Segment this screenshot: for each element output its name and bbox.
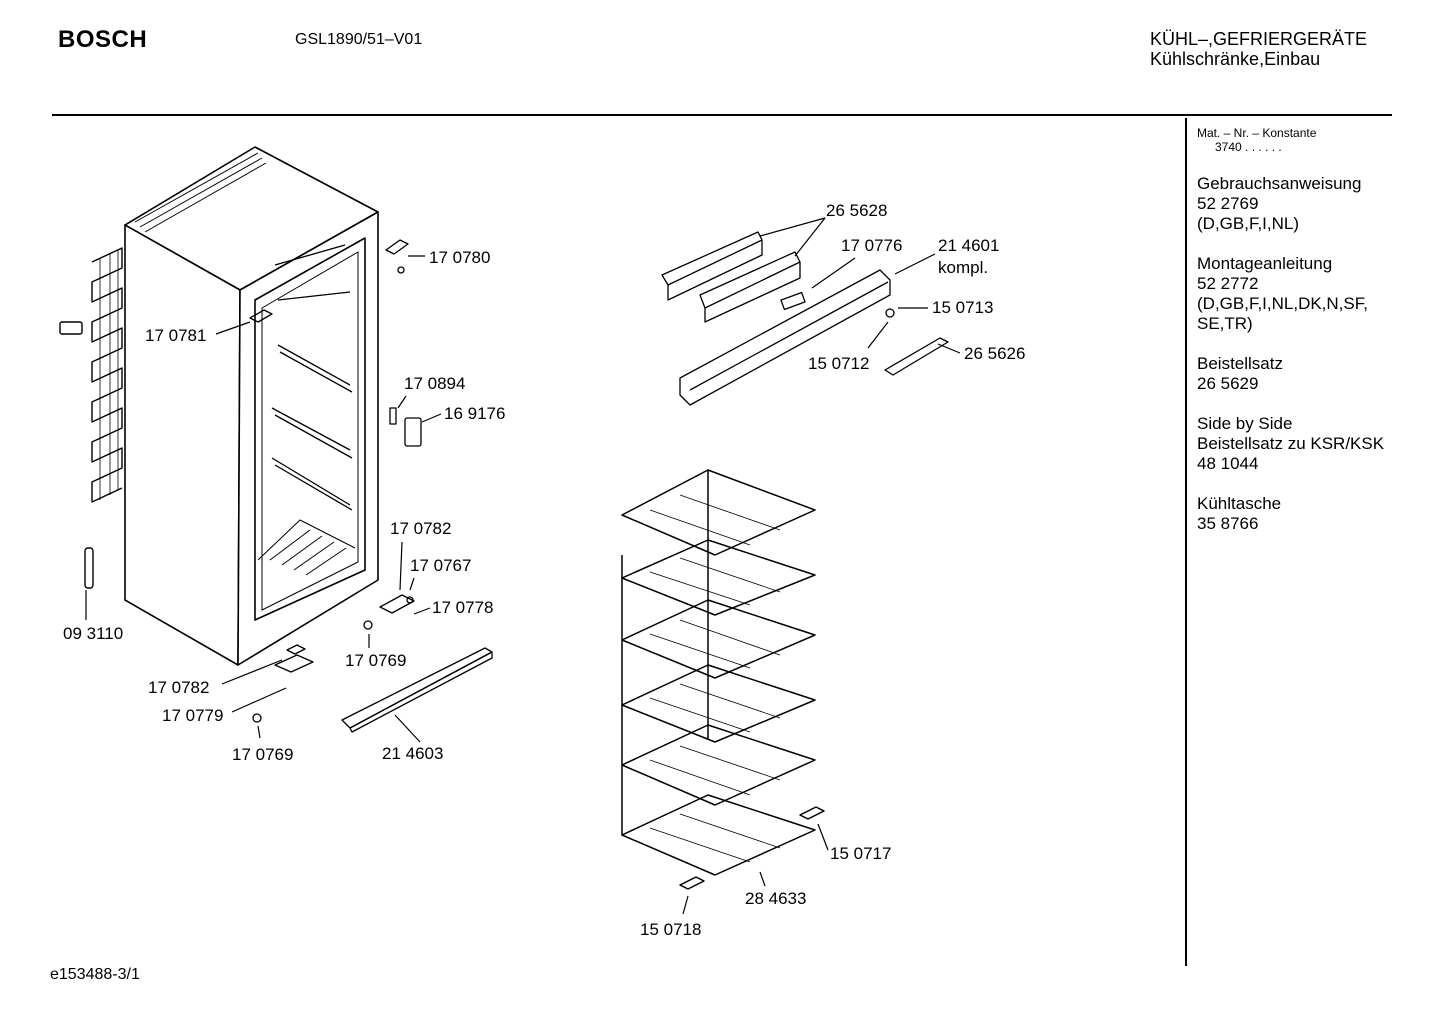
part-label-214603: 21 4603: [382, 744, 444, 763]
part-label-150718: 15 0718: [640, 920, 702, 939]
control-panel-drawing: [661, 231, 949, 406]
part-label-170781: 17 0781: [145, 326, 207, 345]
part-label-265628: 26 5628: [826, 201, 888, 220]
part-label-170782-top: 17 0782: [390, 519, 452, 538]
part-label-284633: 28 4633: [745, 889, 807, 908]
mat-number-label: Mat. – Nr. – Konstante: [1197, 126, 1317, 140]
cabinet-drawing: [124, 146, 379, 666]
part-label-170782-bottom: 17 0782: [148, 678, 210, 697]
leader-lines: [85, 217, 961, 915]
part-label-170776: 17 0776: [841, 236, 903, 255]
document-id: e153488-3/1: [50, 966, 140, 983]
wire-shelves-drawing: [621, 469, 825, 890]
mat-number-value: 3740 . . . . . .: [1215, 140, 1282, 154]
part-label-214601: 21 4601: [938, 236, 1000, 255]
part-label-170779: 17 0779: [162, 706, 224, 725]
part-label-265626: 26 5626: [964, 344, 1026, 363]
part-label-170767: 17 0767: [410, 556, 472, 575]
part-label-170780: 17 0780: [429, 248, 491, 267]
sidebar-group-manual: Gebrauchsanweisung 52 2769 (D,GB,F,I,NL): [1197, 174, 1362, 233]
part-label-170769-top: 17 0769: [345, 651, 407, 670]
category-line-2: Kühlschränke,Einbau: [1150, 49, 1321, 69]
category-heading: KÜHL–,GEFRIERGERÄTE Kühlschränke,Einbau: [1150, 29, 1367, 69]
category-line-1: KÜHL–,GEFRIERGERÄTE: [1150, 29, 1368, 49]
sidebar-group-installation: Montageanleitung 52 2772 (D,GB,F,I,NL,DK…: [1197, 254, 1368, 333]
sidebar-group-cool-bag: Kühltasche 35 8766: [1197, 494, 1282, 533]
header-divider: [52, 114, 1392, 116]
part-label-093110: 09 3110: [63, 624, 124, 643]
sidebar-group-kit: Beistellsatz 26 5629: [1197, 354, 1283, 393]
part-label-150713: 15 0713: [932, 298, 994, 317]
part-label-170769-bottom: 17 0769: [232, 745, 294, 764]
part-label-kompl: kompl.: [938, 258, 989, 277]
sidebar-divider: [1185, 118, 1187, 966]
part-label-170894: 17 0894: [404, 374, 466, 393]
part-label-150712: 15 0712: [808, 354, 870, 373]
part-label-169176: 16 9176: [444, 404, 506, 423]
info-sidebar: Mat. – Nr. – Konstante 3740 . . . . . . …: [1197, 126, 1437, 534]
part-label-150717: 15 0717: [830, 844, 892, 863]
sidebar-group-side-by-side: Side by Side Beistellsatz zu KSR/KSK 48 …: [1197, 414, 1385, 473]
small-parts-drawing: [249, 239, 493, 733]
model-number: GSL1890/51–V01: [295, 31, 423, 48]
part-label-170778: 17 0778: [432, 598, 494, 617]
brand-logo: BOSCH: [58, 26, 148, 53]
condenser-coil-drawing: [59, 247, 123, 589]
